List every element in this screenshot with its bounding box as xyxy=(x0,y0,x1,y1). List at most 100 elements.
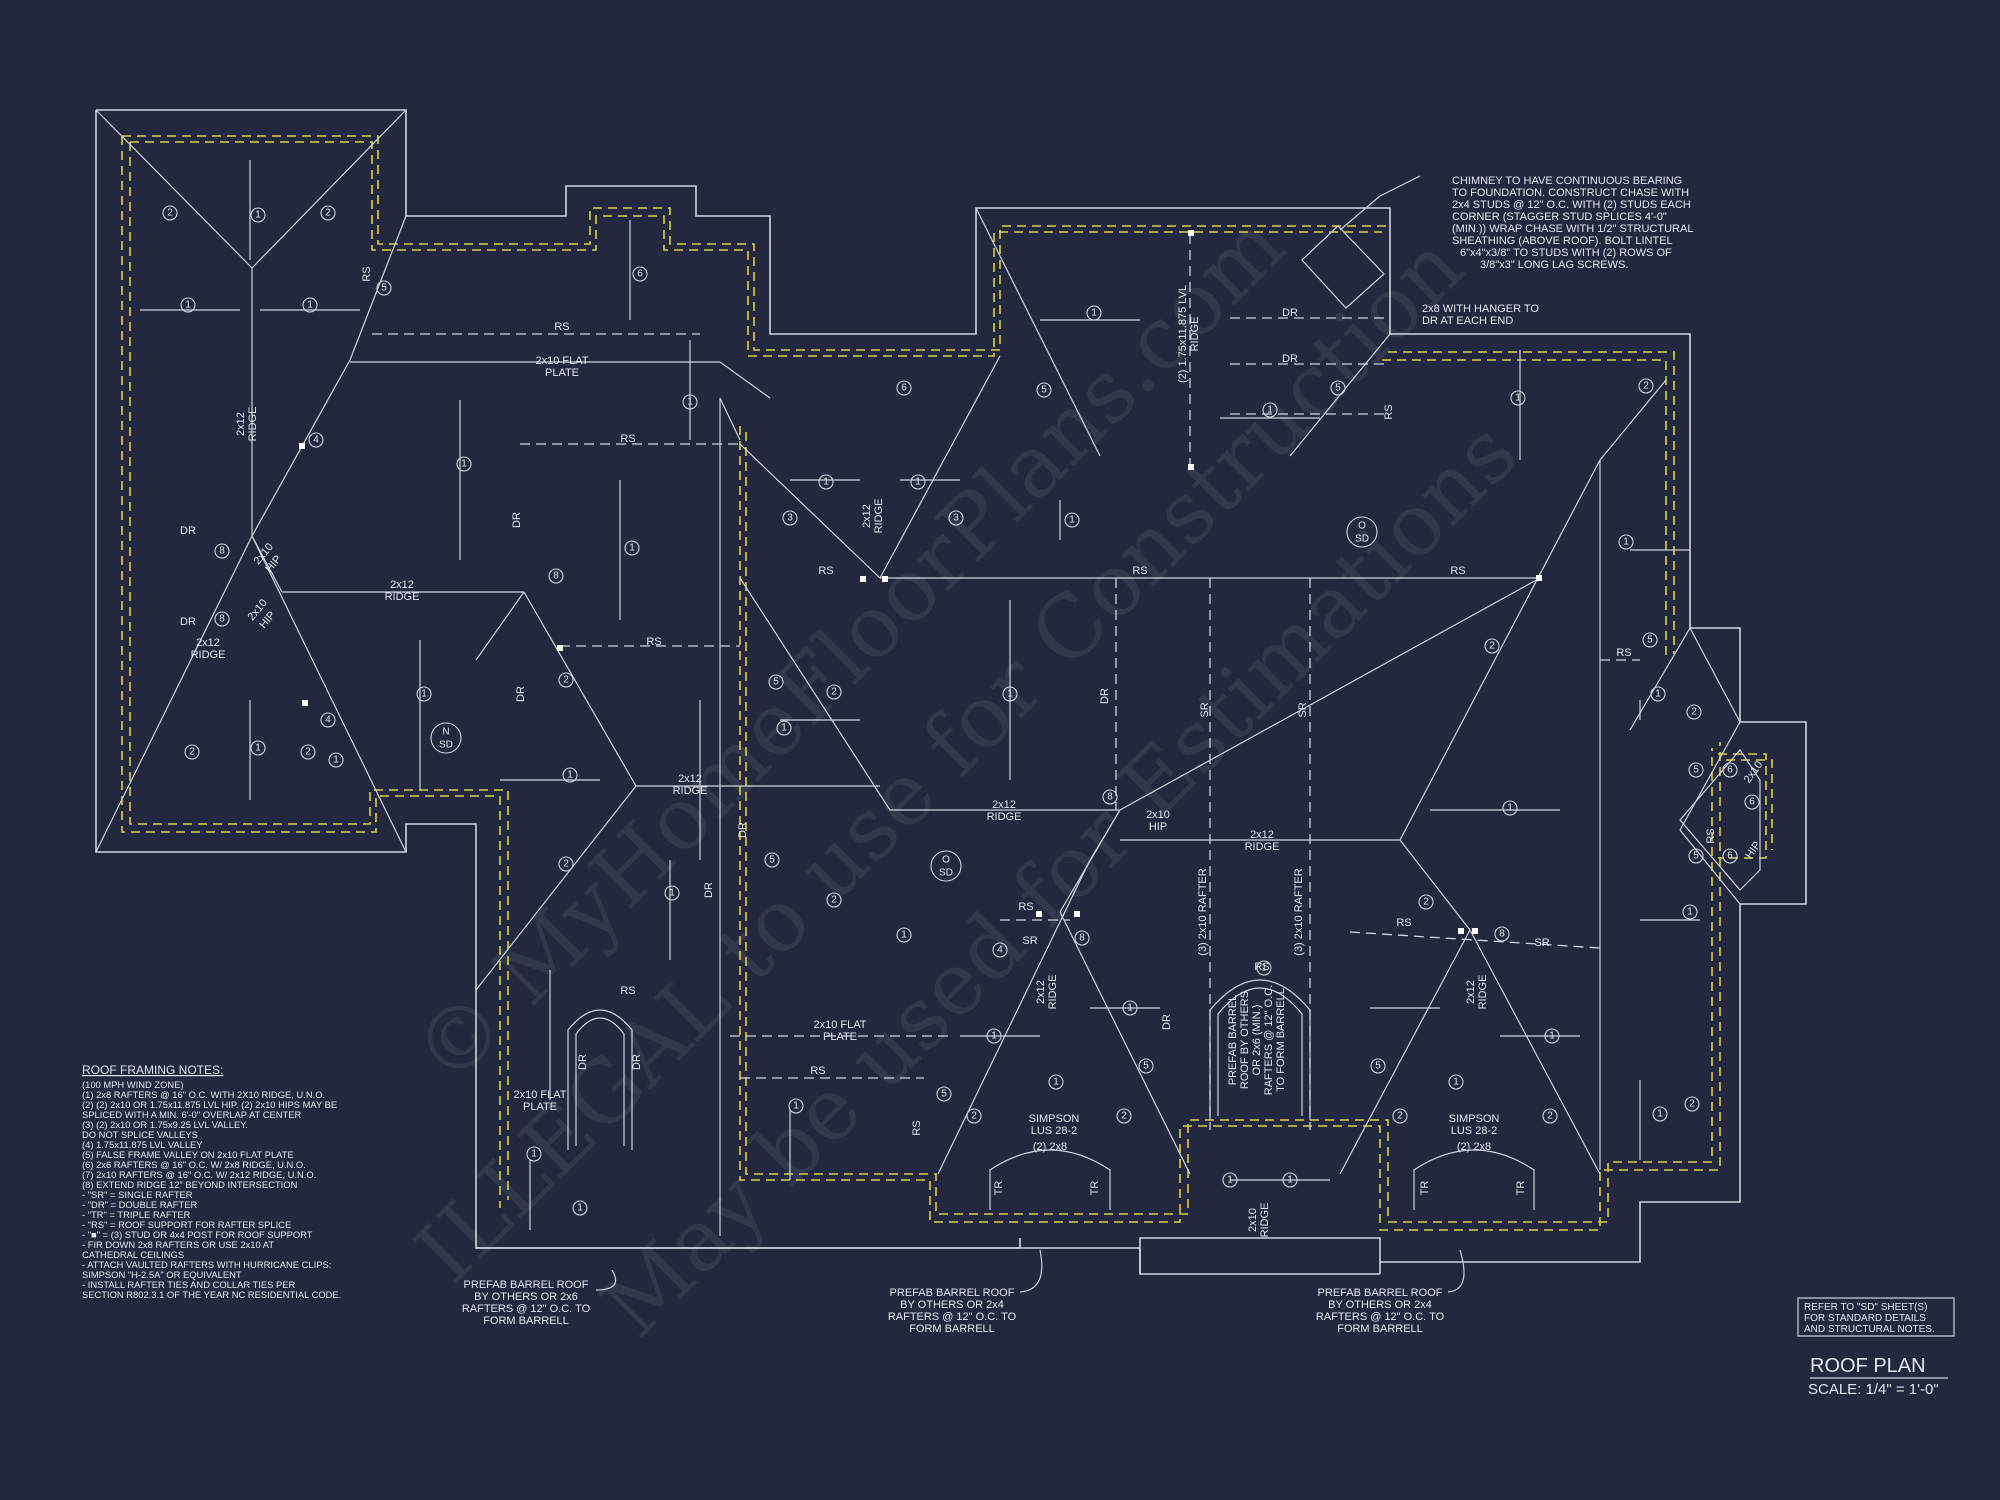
svg-text:RS: RS xyxy=(1132,565,1147,577)
svg-text:(6) 2x6 RAFTERS @ 16" O.C. W/: (6) 2x6 RAFTERS @ 16" O.C. W/ 2x8 RIDGE,… xyxy=(82,1159,306,1170)
svg-text:4: 4 xyxy=(313,435,319,446)
svg-text:1: 1 xyxy=(793,1101,799,1112)
svg-text:(3) 2x10 RAFTER: (3) 2x10 RAFTER xyxy=(1197,868,1209,955)
svg-text:6: 6 xyxy=(1749,797,1755,808)
svg-text:DR: DR xyxy=(1282,353,1298,365)
svg-text:1: 1 xyxy=(991,1031,997,1042)
svg-text:LUS 28-2: LUS 28-2 xyxy=(1451,1125,1497,1137)
svg-text:8: 8 xyxy=(1107,792,1113,803)
svg-text:RIDGE: RIDGE xyxy=(1245,841,1280,853)
svg-text:SR: SR xyxy=(1297,702,1309,717)
svg-text:2x8 WITH HANGER TO: 2x8 WITH HANGER TO xyxy=(1422,303,1539,315)
svg-text:RS: RS xyxy=(620,985,635,997)
svg-text:1: 1 xyxy=(567,770,573,781)
svg-text:- INSTALL RAFTER TIES AND COL: - INSTALL RAFTER TIES AND COLLAR TIES PE… xyxy=(82,1279,295,1290)
svg-text:DR: DR xyxy=(577,1054,589,1070)
svg-text:AND STRUCTURAL NOTES.: AND STRUCTURAL NOTES. xyxy=(1804,1324,1935,1335)
svg-text:8: 8 xyxy=(553,571,559,582)
svg-text:CORNER (STAGGER STUD SPLICES 4: CORNER (STAGGER STUD SPLICES 4'-0" xyxy=(1452,211,1667,223)
svg-text:RS: RS xyxy=(818,565,833,577)
svg-text:2: 2 xyxy=(1689,1099,1695,1110)
svg-text:- "SR" = SINGLE RAFTER: - "SR" = SINGLE RAFTER xyxy=(82,1189,193,1200)
svg-text:PLATE: PLATE xyxy=(545,367,579,379)
chimney-note: CHIMNEY TO HAVE CONTINUOUS BEARING TO FO… xyxy=(1452,175,1693,271)
svg-text:SPLICED WITH A MIN. 6'-0" OVER: SPLICED WITH A MIN. 6'-0" OVERLAP AT CEN… xyxy=(82,1109,301,1120)
svg-text:(2) 2x8: (2) 2x8 xyxy=(1033,1141,1067,1153)
svg-text:RAFTERS @ 12" O.C.: RAFTERS @ 12" O.C. xyxy=(1263,985,1275,1095)
ridge-hip-labels: 2x10 FLAT PLATE 2x10 FLAT PLATE 2x10 FLA… xyxy=(191,285,1766,1237)
svg-text:- ATTACH VAULTED RAFTERS WITH: - ATTACH VAULTED RAFTERS WITH HURRICANE … xyxy=(82,1259,331,1270)
svg-text:(8) EXTEND RIDGE 12" BEYOND I: (8) EXTEND RIDGE 12" BEYOND INTERSECTION xyxy=(82,1179,297,1190)
svg-text:(4) 1.75x11.875 LVL VALLEY: (4) 1.75x11.875 LVL VALLEY xyxy=(82,1139,203,1150)
svg-text:(5) FALSE FRAME VALLEY ON 2x1: (5) FALSE FRAME VALLEY ON 2x10 FLAT PLAT… xyxy=(82,1149,294,1160)
roof-framing-lines xyxy=(95,109,1761,1293)
svg-text:5: 5 xyxy=(381,283,387,294)
svg-text:2: 2 xyxy=(325,208,331,219)
svg-text:PLATE: PLATE xyxy=(523,1101,557,1113)
svg-text:RIDGE: RIDGE xyxy=(1477,975,1489,1010)
svg-text:SIMPSON "H-2.5A" OR EQUIVALENT: SIMPSON "H-2.5A" OR EQUIVALENT xyxy=(82,1269,242,1280)
svg-text:DR AT EACH END: DR AT EACH END xyxy=(1422,315,1513,327)
sheet-scale: SCALE: 1/4" = 1'-0" xyxy=(1808,1381,1939,1398)
svg-text:1: 1 xyxy=(781,723,787,734)
svg-text:BY OTHERS OR 2x4: BY OTHERS OR 2x4 xyxy=(1328,1299,1432,1311)
svg-text:RIDGE: RIDGE xyxy=(385,591,420,603)
svg-text:1: 1 xyxy=(669,888,675,899)
svg-text:1: 1 xyxy=(1007,689,1013,700)
svg-text:8: 8 xyxy=(219,614,225,625)
svg-text:2x10 FLAT: 2x10 FLAT xyxy=(814,1019,867,1031)
svg-text:SR: SR xyxy=(1534,937,1549,949)
svg-text:DR: DR xyxy=(1161,1014,1173,1030)
svg-text:5: 5 xyxy=(1647,635,1653,646)
svg-text:2x12: 2x12 xyxy=(196,637,220,649)
svg-text:SD: SD xyxy=(939,868,953,879)
svg-text:(3) 2x10 RAFTER: (3) 2x10 RAFTER xyxy=(1293,868,1305,955)
svg-text:2: 2 xyxy=(1547,1111,1553,1122)
svg-text:RAFTERS @ 12" O.C. TO: RAFTERS @ 12" O.C. TO xyxy=(1316,1311,1445,1323)
svg-text:(1) 2x8 RAFTERS @ 16" O.C. WI: (1) 2x8 RAFTERS @ 16" O.C. WITH 2X10 RID… xyxy=(82,1089,325,1100)
svg-text:RIDGE: RIDGE xyxy=(1189,317,1201,352)
svg-text:(MIN.)) WRAP CHASE WITH 1/2" S: (MIN.)) WRAP CHASE WITH 1/2" STRUCTURAL xyxy=(1452,223,1693,235)
svg-text:FORM BARRELL: FORM BARRELL xyxy=(909,1323,995,1335)
title-block: ROOF PLAN SCALE: 1/4" = 1'-0" xyxy=(1808,1355,1948,1398)
svg-text:2: 2 xyxy=(831,687,837,698)
svg-text:(7) 2x10 RAFTERS @ 16" O.C. W: (7) 2x10 RAFTERS @ 16" O.C. W/ 2x12 RIDG… xyxy=(82,1169,316,1180)
svg-text:1: 1 xyxy=(1655,689,1661,700)
svg-text:5: 5 xyxy=(941,1089,947,1100)
svg-text:2: 2 xyxy=(1489,641,1495,652)
svg-text:BY OTHERS OR 2x6: BY OTHERS OR 2x6 xyxy=(474,1291,578,1303)
svg-text:- FIR DOWN 2x8 RAFTERS OR USE: - FIR DOWN 2x8 RAFTERS OR USE 2x10 AT xyxy=(82,1239,274,1250)
svg-text:6: 6 xyxy=(637,269,643,280)
svg-text:5: 5 xyxy=(1693,851,1699,862)
barrel-callout-right: PREFAB BARREL ROOF BY OTHERS OR 2x4 RAFT… xyxy=(1316,1287,1445,1335)
svg-text:2x12: 2x12 xyxy=(1250,829,1274,841)
svg-text:RIDGE: RIDGE xyxy=(1259,1203,1271,1238)
svg-text:RIDGE: RIDGE xyxy=(1047,975,1059,1010)
svg-text:2x12: 2x12 xyxy=(235,412,247,436)
svg-text:5: 5 xyxy=(1335,383,1341,394)
svg-text:8: 8 xyxy=(1499,929,1505,940)
svg-text:RS: RS xyxy=(810,1065,825,1077)
svg-text:1: 1 xyxy=(915,477,921,488)
svg-text:LUS 28-2: LUS 28-2 xyxy=(1031,1125,1077,1137)
svg-text:O: O xyxy=(942,855,950,866)
svg-text:5: 5 xyxy=(1143,1061,1149,1072)
svg-text:1: 1 xyxy=(577,1203,583,1214)
svg-text:6"x4"x3/8" TO STUDS WITH (2) R: 6"x4"x3/8" TO STUDS WITH (2) ROWS OF xyxy=(1460,247,1672,259)
svg-text:(3) (2) 2x10 OR 1.75x9.25 LVL: (3) (2) 2x10 OR 1.75x9.25 LVL VALLEY. xyxy=(82,1119,248,1130)
svg-text:SIMPSON: SIMPSON xyxy=(1449,1113,1500,1125)
svg-text:TR: TR xyxy=(993,1181,1005,1196)
svg-text:2: 2 xyxy=(563,859,569,870)
svg-text:PREFAB BARREL ROOF: PREFAB BARREL ROOF xyxy=(1318,1287,1443,1299)
svg-text:RS: RS xyxy=(361,266,373,281)
svg-text:- "RS" = ROOF SUPPORT FOR RAF: - "RS" = ROOF SUPPORT FOR RAFTER SPLICE xyxy=(82,1219,291,1230)
svg-text:RS: RS xyxy=(646,636,661,648)
svg-text:1: 1 xyxy=(255,210,261,221)
svg-text:1: 1 xyxy=(1657,1109,1663,1120)
svg-text:- "TR" = TRIPLE RAFTER: - "TR" = TRIPLE RAFTER xyxy=(82,1209,191,1220)
svg-text:SR: SR xyxy=(1199,702,1211,717)
framing-callout-numbers: 2 1 2 1 1 5 6 4 1 1 8 8 4 1 2 1 2 8 2 1 … xyxy=(162,205,1760,1216)
svg-text:5: 5 xyxy=(1375,1061,1381,1072)
svg-text:BY OTHERS OR 2x4: BY OTHERS OR 2x4 xyxy=(900,1299,1004,1311)
